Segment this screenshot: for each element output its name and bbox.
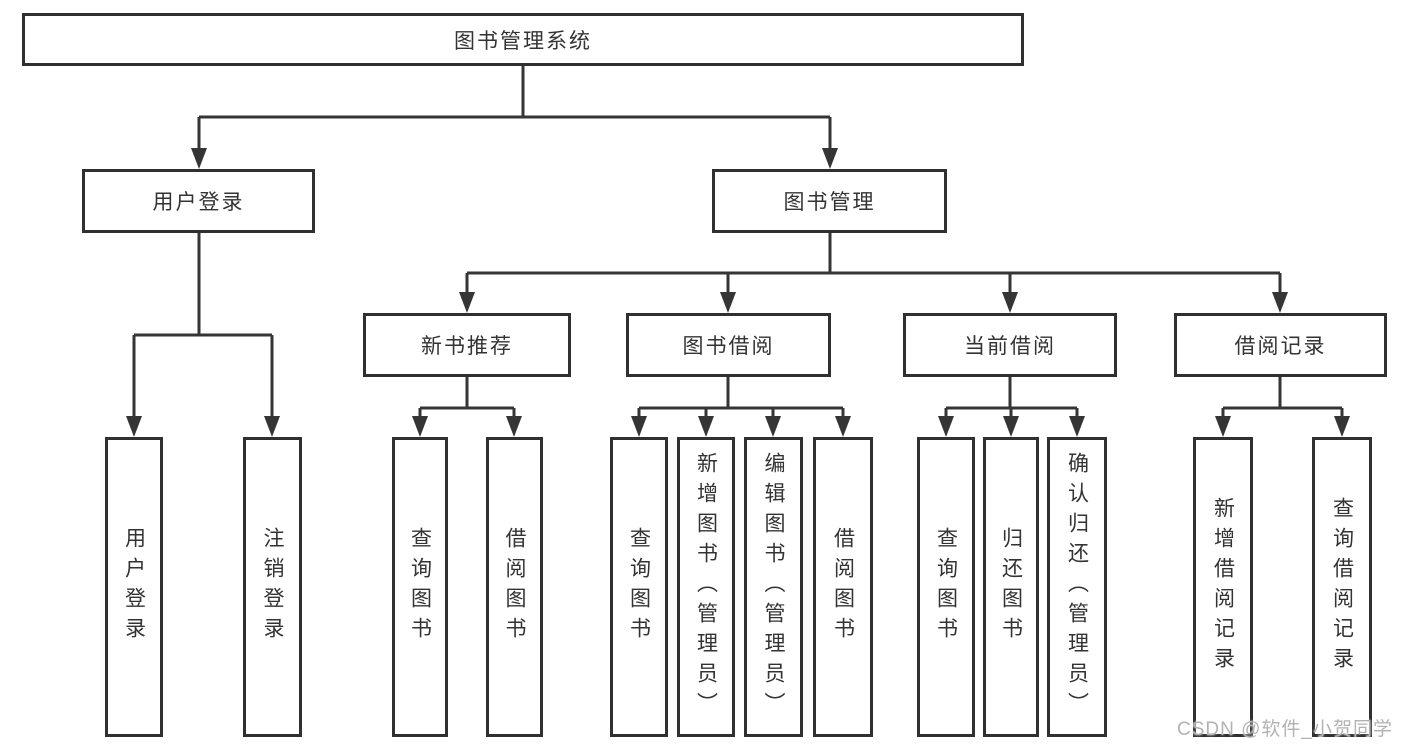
node-label: 图书管理系统 [454,29,592,53]
arrowhead [698,416,714,437]
node-library-management-system: 图书管理系统 [22,13,1024,66]
node-label: 用户登录 [122,527,146,647]
leaf-query-books-current: 查询图书 [917,437,975,737]
arrowhead [765,416,781,437]
leaf-borrow-books-recommend: 借阅图书 [486,437,543,737]
arrowhead [459,292,475,313]
node-label: 查询图书 [408,527,432,647]
node-label: 查询图书 [627,527,651,647]
leaf-logout: 注销登录 [243,437,302,737]
arrowhead [1069,416,1085,437]
arrowhead [506,416,522,437]
arrowhead [264,416,280,437]
node-label: 新增图书（管理员） [694,452,718,722]
arrowhead [720,292,736,313]
node-book-management: 图书管理 [712,169,947,233]
node-label: 查询图书 [934,527,958,647]
arrowhead [1272,292,1288,313]
arrowhead [1003,416,1019,437]
leaf-borrow-books: 借阅图书 [813,437,873,737]
arrowhead [822,148,838,169]
arrowhead [1002,292,1018,313]
leaf-add-borrow-record: 新增借阅记录 [1193,437,1253,737]
arrowhead [631,416,647,437]
arrowhead [938,416,954,437]
node-label: 注销登录 [261,527,284,647]
node-user-login: 用户登录 [82,169,315,233]
arrowhead [1334,416,1350,437]
arrowhead [412,416,428,437]
leaf-return-book: 归还图书 [983,437,1039,737]
node-label: 借阅图书 [503,527,526,647]
csdn-watermark: CSDN @软件_小贺同学 [1177,719,1393,740]
node-label: 用户登录 [152,191,245,214]
leaf-confirm-return-admin: 确认归还（管理员） [1047,437,1107,737]
leaf-edit-book-admin: 编辑图书（管理员） [744,437,803,737]
node-label: 借阅图书 [831,527,855,647]
node-book-borrow: 图书借阅 [626,313,831,377]
node-label: 图书借阅 [682,335,775,358]
leaf-query-books-borrow: 查询图书 [610,437,668,737]
node-new-book-recommend: 新书推荐 [363,313,571,377]
node-borrow-records: 借阅记录 [1174,313,1387,377]
node-label: 当前借阅 [964,335,1056,358]
leaf-query-books-recommend: 查询图书 [392,437,448,737]
arrowhead [191,148,207,169]
node-label: 借阅记录 [1234,335,1327,358]
arrowhead [126,416,142,437]
leaf-user-login: 用户登录 [105,437,163,737]
node-current-borrow: 当前借阅 [903,313,1117,377]
node-label: 确认归还（管理员） [1065,452,1089,722]
node-label: 图书管理 [783,191,876,214]
connector-path [132,66,1344,420]
node-label: 归还图书 [999,527,1023,647]
node-label: 查询借阅记录 [1330,497,1354,677]
arrowhead [835,416,851,437]
arrowhead [1215,416,1231,437]
leaf-add-book-admin: 新增图书（管理员） [677,437,735,737]
node-label: 新增借阅记录 [1211,497,1235,677]
node-label: 编辑图书（管理员） [762,452,785,722]
node-label: 新书推荐 [421,335,513,358]
leaf-query-borrow-record: 查询借阅记录 [1312,437,1372,737]
